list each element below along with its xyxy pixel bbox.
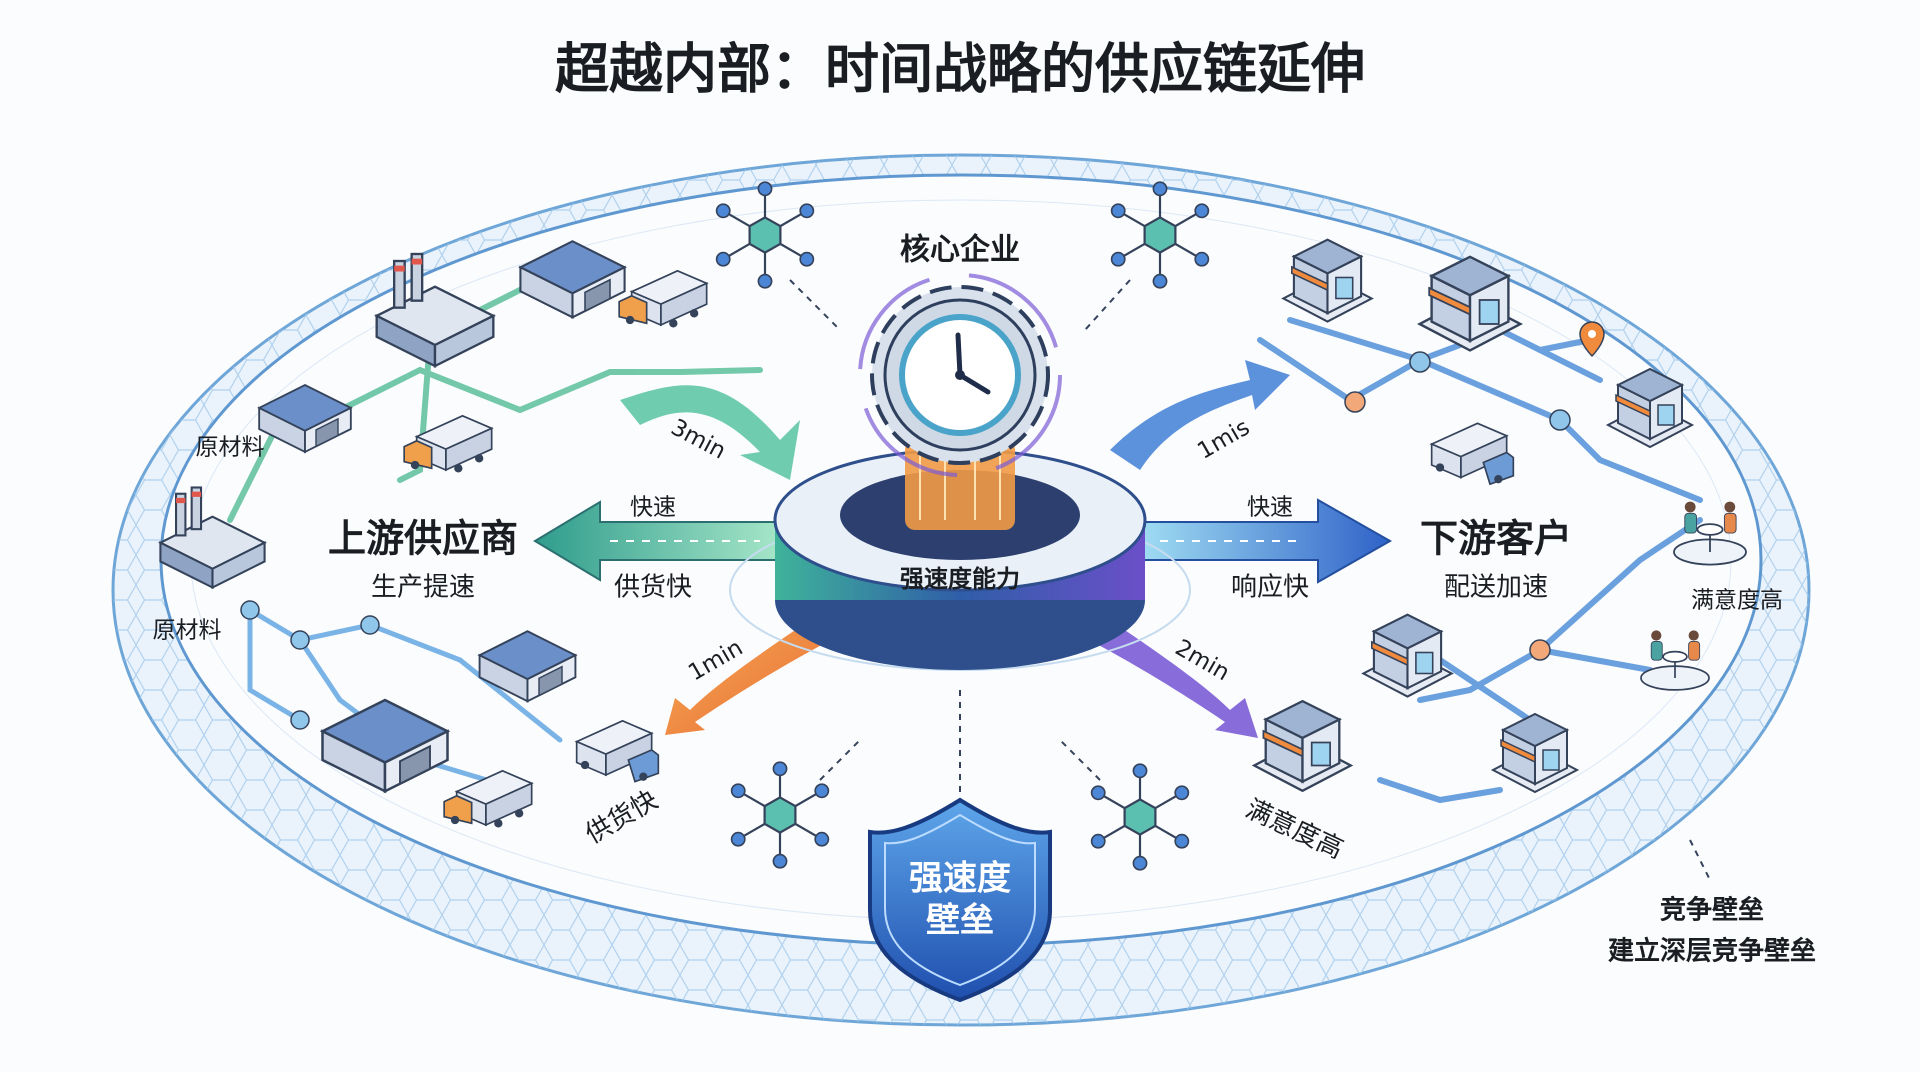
- inflow-arrow-upstream: [620, 385, 800, 480]
- upstream-subtitle: 生产提速: [371, 573, 475, 603]
- downstream-title: 下游客户: [1420, 517, 1572, 561]
- inflow-arrow-downstream: [1110, 360, 1290, 470]
- route-nodes: [240, 351, 1571, 730]
- raw-material-label: 原材料: [196, 435, 265, 461]
- page-title: 超越内部：时间战略的供应链延伸: [555, 38, 1365, 101]
- downstream-arrow-top-label: 快速: [1247, 495, 1293, 521]
- arrow-to-downstream: [1141, 498, 1393, 584]
- processor-core-icon: [905, 440, 1015, 530]
- core-enterprise-label: 核心企业: [900, 233, 1020, 268]
- satisfaction-label: 满意度高: [1691, 588, 1783, 614]
- raw-material-label: 原材料: [153, 618, 222, 644]
- connector-lines: [789, 279, 1711, 881]
- arrow-to-upstream: [533, 500, 781, 582]
- core-enterprise-hub: [729, 440, 1191, 671]
- barrier-subtitle: 建立深层竞争壁垒: [1608, 936, 1816, 967]
- downstream-subtitle: 配送加速: [1444, 573, 1548, 603]
- upstream-arrow-bottom-label: 供货快: [614, 573, 692, 603]
- upstream-title: 上游供应商: [328, 517, 518, 561]
- downstream-arrow-bottom-label: 响应快: [1231, 573, 1309, 603]
- location-pin-icon: [1579, 321, 1605, 358]
- speed-barrier-shield: 强速度 壁垒: [868, 797, 1052, 1003]
- upstream-arrow-top-label: 快速: [630, 495, 676, 521]
- barrier-title: 竞争壁垒: [1660, 895, 1764, 926]
- gear-clock-icon: [858, 273, 1062, 477]
- shield-line-2: 壁垒: [926, 901, 994, 941]
- shield-line-1: 强速度: [909, 859, 1011, 899]
- core-capability-label: 强速度能力: [900, 565, 1020, 593]
